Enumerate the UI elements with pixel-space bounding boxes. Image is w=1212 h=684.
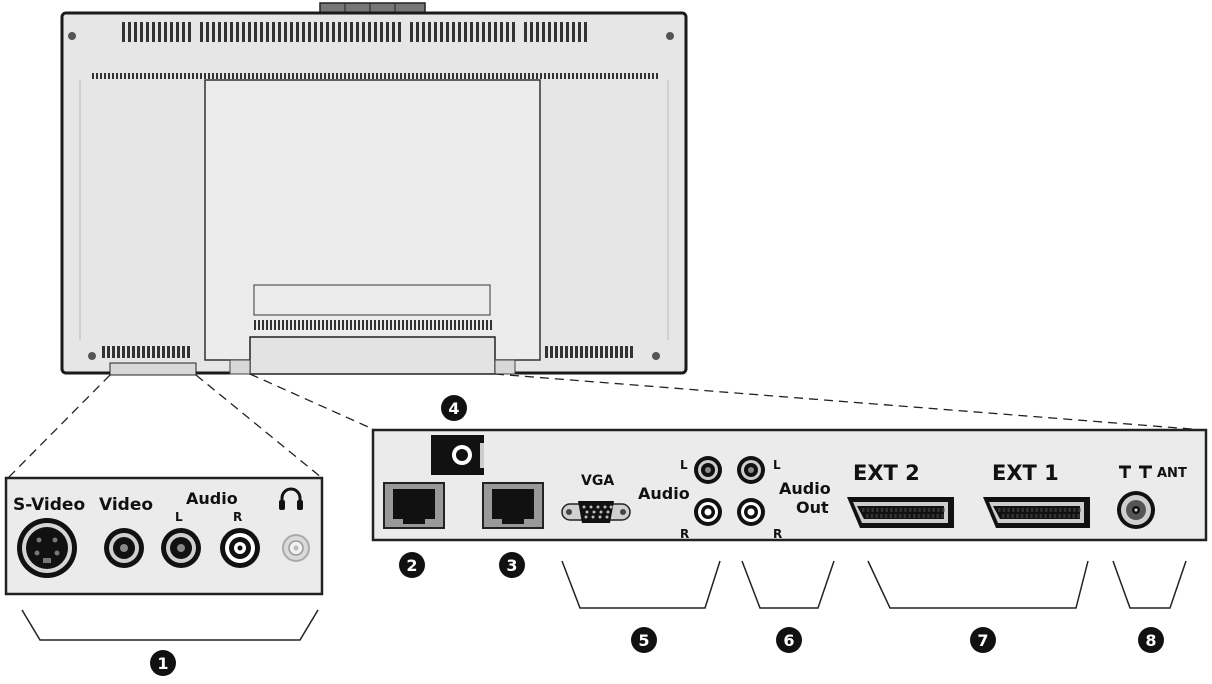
svideo-label: S-Video: [13, 495, 85, 515]
bracket-7: [867, 560, 1089, 609]
video-jack[interactable]: [104, 528, 144, 568]
vga-port[interactable]: [561, 501, 631, 523]
screw: [68, 32, 76, 40]
side-connector-bay: [109, 362, 197, 376]
video-label: Video: [99, 495, 153, 515]
bracket-8: [1112, 560, 1187, 609]
audio-in-left-label: L: [680, 458, 688, 472]
antenna-icon: [1119, 465, 1152, 478]
ant-label: ANT: [1157, 466, 1187, 481]
audio-out-left-jack[interactable]: [737, 456, 765, 484]
vga-label: VGA: [581, 473, 614, 489]
svg-text:5: 5: [638, 631, 649, 650]
callouts: 1 2 3 4 5 6 7 8: [150, 395, 1164, 676]
audio-out-right-label: R: [773, 527, 782, 541]
bracket-1: [21, 609, 319, 641]
bracket-6: [741, 560, 835, 609]
rear-connector-bay: [249, 336, 496, 375]
svg-text:4: 4: [448, 399, 459, 418]
callout-6: 6: [776, 627, 802, 653]
rear-connection-panel: VGA Audio L R L R: [371, 428, 1208, 609]
audio-out-left-label: L: [773, 458, 781, 472]
top-vent-grille: [122, 22, 587, 42]
audio-out-right-jack[interactable]: [737, 498, 765, 526]
callout-4: 4: [441, 395, 467, 421]
audio-out-label-line2: Out: [796, 498, 829, 517]
horizontal-vent-strip: [92, 73, 658, 79]
headphone-jack[interactable]: [282, 534, 310, 562]
audio-in-left-jack[interactable]: [694, 456, 722, 484]
svg-text:8: 8: [1145, 631, 1156, 650]
ext2-label: EXT 2: [853, 461, 920, 485]
audio-in-right-label: R: [680, 527, 689, 541]
audio-left-jack[interactable]: [161, 528, 201, 568]
audio-right-jack[interactable]: [220, 528, 260, 568]
side-connection-panel: S-Video Video Audio L R: [4, 476, 324, 641]
audio-label: Audio: [186, 489, 238, 508]
bracket-5: [561, 560, 721, 609]
antenna-input-jack[interactable]: [1117, 491, 1155, 529]
svg-text:6: 6: [783, 631, 794, 650]
callout-3: 3: [499, 552, 525, 578]
svg-text:7: 7: [977, 631, 988, 650]
audio-in-label: Audio: [638, 484, 690, 503]
audio-in-right-jack[interactable]: [694, 498, 722, 526]
bottom-right-vent: [545, 346, 633, 358]
tv-back: [60, 2, 688, 376]
leader-lines: [7, 373, 1205, 479]
inner-vent-grille: [254, 320, 492, 330]
callout-7: 7: [970, 627, 996, 653]
screw: [666, 32, 674, 40]
ext1-label: EXT 1: [992, 461, 1059, 485]
ext1-scart-port[interactable]: [983, 497, 1090, 528]
svg-text:2: 2: [406, 556, 417, 575]
audio-out-label-line1: Audio: [779, 479, 831, 498]
service-connector-4[interactable]: [431, 435, 484, 475]
audio-right-label: R: [233, 510, 242, 524]
rj-port-3[interactable]: [482, 482, 544, 529]
callout-8: 8: [1138, 627, 1164, 653]
callout-2: 2: [399, 552, 425, 578]
screw: [88, 352, 96, 360]
headphone-icon: [279, 487, 303, 510]
svideo-jack[interactable]: [17, 518, 77, 578]
callout-1: 1: [150, 650, 176, 676]
audio-left-label: L: [175, 510, 183, 524]
ext2-scart-port[interactable]: [847, 497, 954, 528]
callout-5: 5: [631, 627, 657, 653]
bottom-left-vent: [102, 346, 190, 358]
screw: [652, 352, 660, 360]
svg-text:1: 1: [157, 654, 168, 673]
rj-port-2[interactable]: [383, 482, 445, 529]
svg-text:3: 3: [506, 556, 517, 575]
back-cover-panel: [204, 79, 541, 361]
connector-bay-outline: [253, 284, 491, 316]
